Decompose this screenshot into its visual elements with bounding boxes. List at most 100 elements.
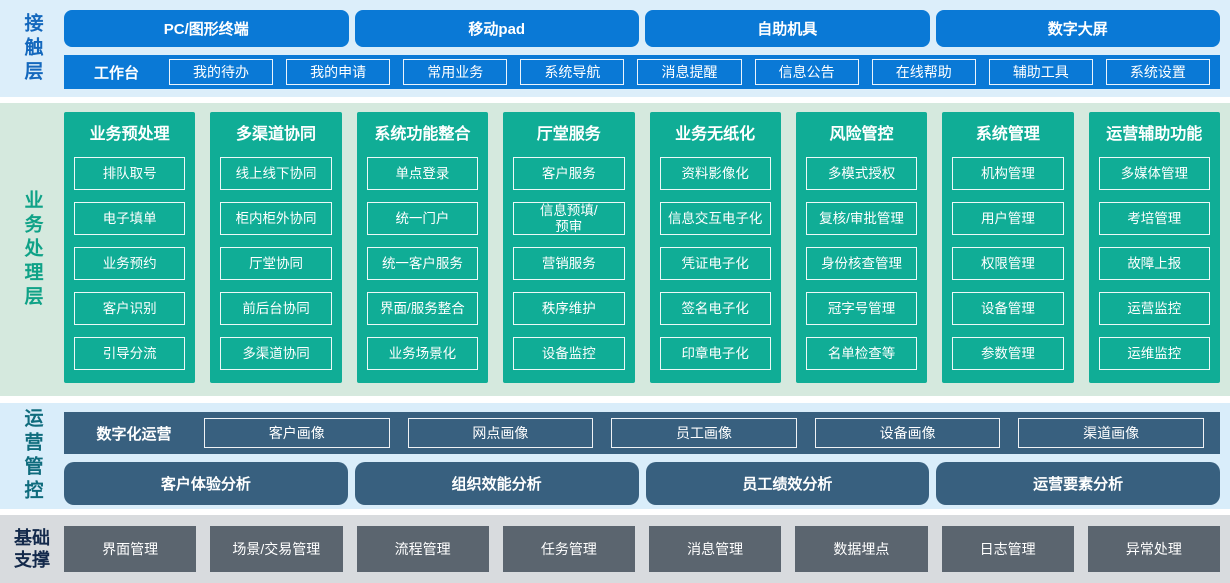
function-cell: 多媒体管理 (1098, 157, 1210, 190)
business-column: 风险管控 多模式授权 复核/审批管理 身份核查管理 冠字号管理 名单检查等 (795, 112, 928, 383)
workbench-label: 工作台 (93, 64, 139, 82)
function-cell: 单点登录 (366, 157, 479, 190)
column-cells: 资料影像化 信息交互电子化 凭证电子化 签名电子化 印章电子化 (659, 150, 771, 375)
column-cells: 单点登录 统一门户 统一客户服务 界面/服务整合 业务场景化 (366, 150, 479, 375)
column-title: 业务无纸化 (675, 126, 756, 143)
function-cell: 权限管理 (952, 247, 1064, 280)
function-cell: 故障上报 (1098, 247, 1210, 280)
profile-item: 设备画像 (814, 418, 1001, 448)
terminal-row: PC/图形终端 移动pad 自助机具 数字大屏 (64, 10, 1220, 47)
band-divider (0, 97, 1230, 103)
column-title: 业务预处理 (89, 126, 170, 143)
workbench-item: 常用业务 (403, 59, 508, 85)
foundation-item: 流程管理 (356, 526, 489, 572)
business-layer-label: 业务处理层 (21, 189, 43, 310)
business-column: 系统管理 机构管理 用户管理 权限管理 设备管理 参数管理 (942, 112, 1074, 383)
terminal-box: 数字大屏 (935, 10, 1220, 47)
column-cells: 多模式授权 复核/审批管理 身份核查管理 冠字号管理 名单检查等 (805, 150, 918, 375)
operation-layer-content: 数字化运营 客户画像 网点画像 员工画像 设备画像 渠道画像 客户体验分析 组织… (64, 403, 1230, 509)
foundation-layer-content: 界面管理 场景/交易管理 流程管理 任务管理 消息管理 数据埋点 日志管理 异常… (64, 515, 1230, 583)
column-cells: 线上线下协同 柜内柜外协同 厅堂协同 前后台协同 多渠道协同 (220, 150, 332, 375)
foundation-item: 异常处理 (1087, 526, 1220, 572)
function-cell: 电子填单 (74, 202, 186, 235)
function-cell: 身份核查管理 (805, 247, 918, 280)
function-cell: 信息预填/ 预审 (513, 202, 625, 235)
foundation-layer-label: 基础 支撑 (14, 527, 50, 571)
workbench-item: 我的待办 (169, 59, 274, 85)
foundation-layer-rail: 基础 支撑 (0, 515, 64, 583)
contact-layer-band: 接触层 PC/图形终端 移动pad 自助机具 数字大屏 工作台 我的待办 我的申… (0, 0, 1230, 97)
business-columns: 业务预处理 排队取号 电子填单 业务预约 客户识别 引导分流 多渠道协同 线上线… (64, 112, 1220, 383)
foundation-item: 任务管理 (502, 526, 635, 572)
analysis-box: 组织效能分析 (354, 462, 639, 505)
foundation-item: 数据埋点 (795, 526, 928, 572)
workbench-item: 在线帮助 (871, 59, 976, 85)
analysis-box: 客户体验分析 (64, 462, 348, 505)
column-title: 系统功能整合 (374, 126, 471, 143)
band-divider (0, 509, 1230, 515)
column-title: 厅堂服务 (536, 126, 601, 143)
business-column: 多渠道协同 线上线下协同 柜内柜外协同 厅堂协同 前后台协同 多渠道协同 (210, 112, 342, 383)
function-cell: 柜内柜外协同 (220, 202, 332, 235)
workbench-item: 辅助工具 (988, 59, 1093, 85)
column-cells: 排队取号 电子填单 业务预约 客户识别 引导分流 (74, 150, 186, 375)
workbench-items: 我的待办 我的申请 常用业务 系统导航 消息提醒 信息公告 在线帮助 辅助工具 … (169, 59, 1210, 85)
contact-layer-rail: 接触层 (0, 0, 64, 97)
profile-items: 客户画像 网点画像 员工画像 设备画像 渠道画像 (204, 418, 1204, 448)
function-cell: 考培管理 (1098, 202, 1210, 235)
function-cell: 引导分流 (74, 337, 186, 370)
workbench-item: 系统设置 (1105, 59, 1210, 85)
digital-operation-bar: 数字化运营 客户画像 网点画像 员工画像 设备画像 渠道画像 (64, 412, 1220, 454)
column-title: 系统管理 (975, 126, 1040, 143)
business-column: 运营辅助功能 多媒体管理 考培管理 故障上报 运营监控 运维监控 (1088, 112, 1220, 383)
profile-item: 网点画像 (407, 418, 594, 448)
business-column: 业务无纸化 资料影像化 信息交互电子化 凭证电子化 签名电子化 印章电子化 (649, 112, 781, 383)
function-cell: 用户管理 (952, 202, 1064, 235)
function-cell: 参数管理 (952, 337, 1064, 370)
analysis-box: 员工绩效分析 (645, 462, 930, 505)
terminal-box: PC/图形终端 (64, 10, 349, 47)
band-divider (0, 396, 1230, 403)
profile-item: 客户画像 (204, 418, 390, 448)
function-cell: 名单检查等 (805, 337, 918, 370)
column-cells: 客户服务 信息预填/ 预审 营销服务 秩序维护 设备监控 (513, 150, 625, 375)
function-cell: 签名电子化 (659, 292, 771, 325)
foundation-row: 界面管理 场景/交易管理 流程管理 任务管理 消息管理 数据埋点 日志管理 异常… (64, 526, 1220, 572)
profile-item: 渠道画像 (1018, 418, 1204, 448)
function-cell: 秩序维护 (513, 292, 625, 325)
function-cell: 业务场景化 (366, 337, 479, 370)
business-layer-band: 业务处理层 业务预处理 排队取号 电子填单 业务预约 客户识别 引导分流 多渠道… (0, 103, 1230, 396)
function-cell: 界面/服务整合 (366, 292, 479, 325)
foundation-item: 场景/交易管理 (210, 526, 343, 572)
function-cell: 排队取号 (74, 157, 186, 190)
function-cell: 资料影像化 (659, 157, 771, 190)
function-cell: 机构管理 (952, 157, 1064, 190)
workbench-item: 消息提醒 (637, 59, 742, 85)
function-cell: 线上线下协同 (220, 157, 332, 190)
analysis-box: 运营要素分析 (936, 462, 1220, 505)
function-cell: 统一客户服务 (366, 247, 479, 280)
profile-item: 员工画像 (611, 418, 797, 448)
function-cell: 复核/审批管理 (805, 202, 918, 235)
workbench-bar: 工作台 我的待办 我的申请 常用业务 系统导航 消息提醒 信息公告 在线帮助 辅… (64, 55, 1220, 89)
business-column: 系统功能整合 单点登录 统一门户 统一客户服务 界面/服务整合 业务场景化 (356, 112, 489, 383)
function-cell: 凭证电子化 (659, 247, 771, 280)
column-title: 运营辅助功能 (1106, 126, 1203, 143)
function-cell: 厅堂协同 (220, 247, 332, 280)
function-cell: 设备管理 (952, 292, 1064, 325)
workbench-item: 我的申请 (286, 59, 391, 85)
function-cell: 冠字号管理 (805, 292, 918, 325)
column-title: 风险管控 (829, 126, 894, 143)
foundation-item: 消息管理 (649, 526, 782, 572)
workbench-item: 信息公告 (754, 59, 859, 85)
foundation-item: 日志管理 (941, 526, 1074, 572)
foundation-item: 界面管理 (64, 526, 197, 572)
business-column: 业务预处理 排队取号 电子填单 业务预约 客户识别 引导分流 (64, 112, 196, 383)
business-column: 厅堂服务 客户服务 信息预填/ 预审 营销服务 秩序维护 设备监控 (503, 112, 635, 383)
function-cell: 营销服务 (513, 247, 625, 280)
function-cell: 多渠道协同 (220, 337, 332, 370)
function-cell: 多模式授权 (805, 157, 918, 190)
function-cell: 统一门户 (366, 202, 479, 235)
function-cell: 设备监控 (513, 337, 625, 370)
